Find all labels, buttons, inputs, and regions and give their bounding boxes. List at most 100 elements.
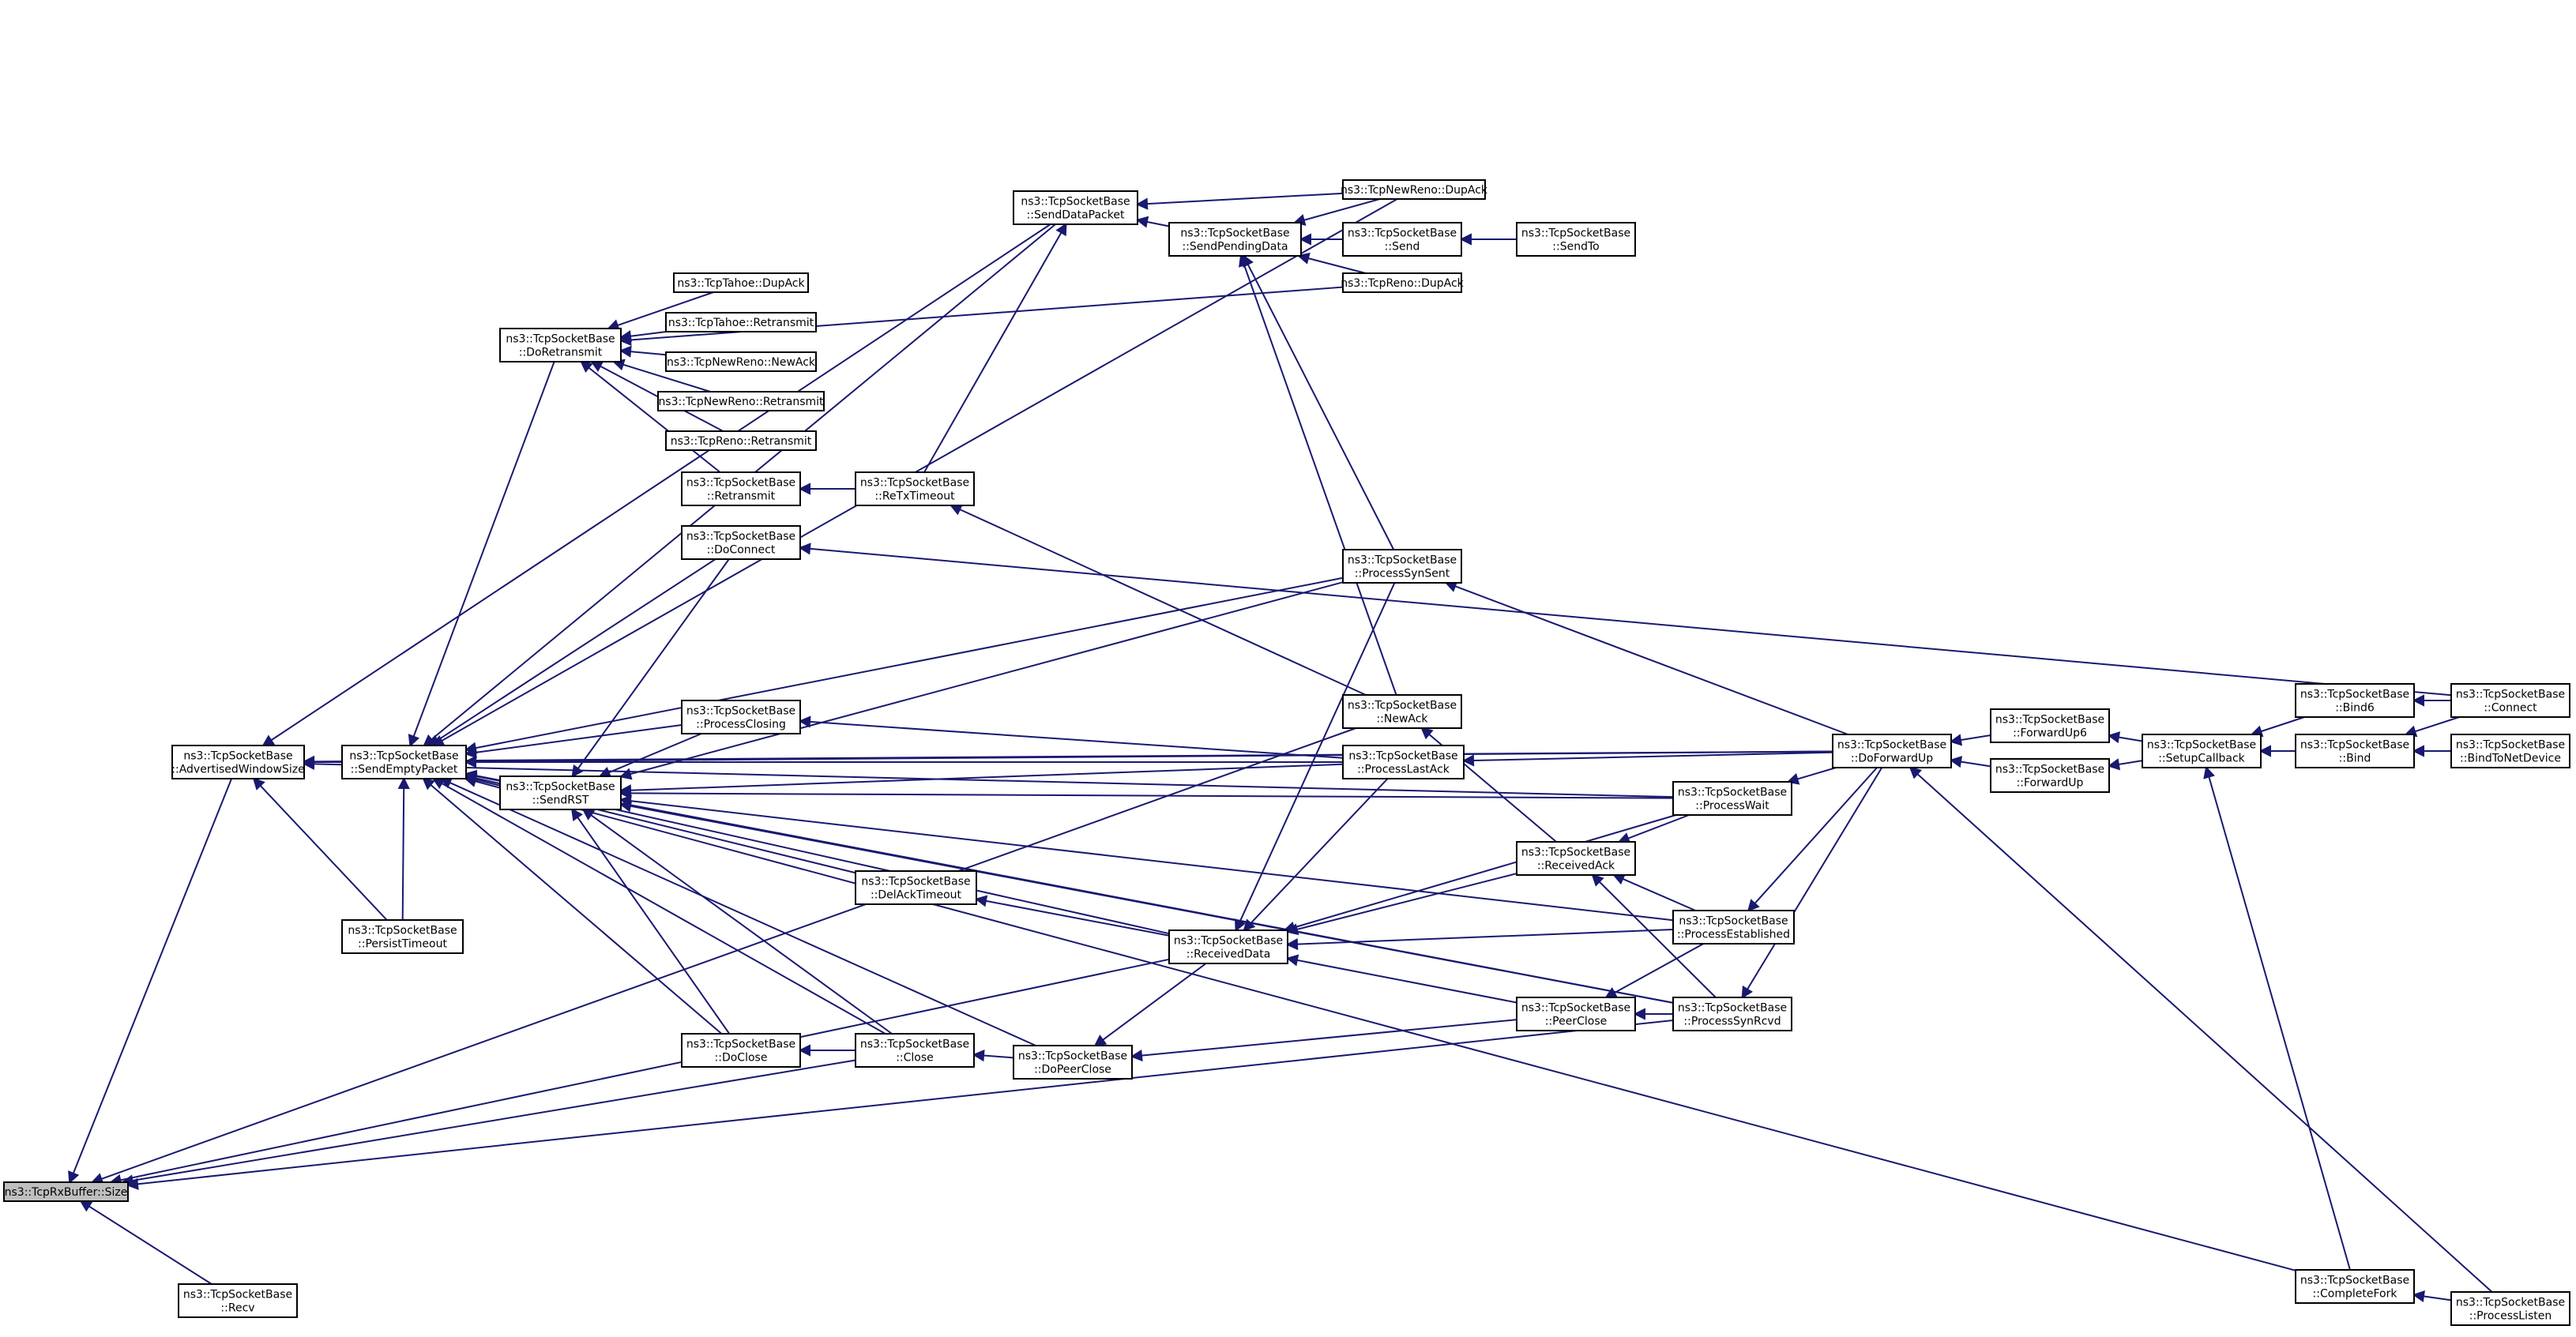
node-n35[interactable]: ns3::TcpSocketBase::DoForwardUp (1832, 734, 1952, 768)
node-label: ns3::TcpSocketBase (183, 750, 292, 763)
node-n25[interactable]: ns3::TcpReno::DupAck (1341, 272, 1465, 293)
node-n15[interactable]: ns3::TcpReno::Retransmit (665, 430, 817, 451)
node-n26[interactable]: ns3::TcpSocketBase::ProcessSynSent (1342, 549, 1462, 584)
edge-n39-n38 (2203, 765, 2351, 1271)
edge-n23-n19 (1135, 192, 1344, 210)
node-label: ::CompleteFork (2313, 1288, 2398, 1301)
node-n12[interactable]: ns3::TcpTahoe::Retransmit (665, 312, 817, 332)
node-label: ::ReceivedAck (1537, 860, 1615, 873)
node-n3[interactable]: ns3::TcpSocketBase::SendEmptyPacket (341, 745, 467, 779)
node-label: ::Bind (2339, 753, 2371, 765)
node-label: ::Connect (2484, 702, 2537, 715)
node-label: ns3::TcpNewReno::DupAck (1341, 184, 1488, 197)
node-label: ns3::TcpSocketBase (1678, 1002, 1787, 1015)
node-label: ::ReceivedData (1186, 948, 1271, 961)
node-label: ::SendEmptyPacket (351, 764, 458, 776)
node-n27[interactable]: ns3::TcpSocketBase::NewAck (1342, 694, 1462, 729)
edge-n34-n30 (1591, 873, 1717, 998)
node-n19[interactable]: ns3::TcpSocketBase::SendDataPacket (1013, 190, 1138, 225)
edge-n33-n6 (619, 794, 1674, 922)
node-n37[interactable]: ns3::TcpSocketBase::ForwardUp (1990, 758, 2110, 793)
node-n34[interactable]: ns3::TcpSocketBase::ProcessSynRcvd (1672, 997, 1792, 1031)
node-n17[interactable]: ns3::TcpSocketBase::DelAckTimeout (855, 870, 977, 905)
node-n40[interactable]: ns3::TcpSocketBase::Bind6 (2295, 683, 2415, 718)
node-n24[interactable]: ns3::TcpSocketBase::Send (1342, 222, 1462, 257)
edge-n7-n3 (427, 558, 716, 747)
node-n39[interactable]: ns3::TcpSocketBase::CompleteFork (2295, 1269, 2415, 1304)
node-n2[interactable]: ns3::TcpSocketBase::Recv (178, 1283, 298, 1318)
edge-n39-n3 (464, 776, 2296, 1271)
edge-n16-n10 (798, 483, 856, 495)
edge-n27-n16 (949, 504, 1367, 696)
edge-n20-n18 (972, 1050, 1014, 1062)
node-label: ::ProcessClosing (696, 719, 786, 731)
edge-n22-n17 (974, 895, 1170, 937)
node-n4[interactable]: ns3::TcpSocketBase::PersistTimeout (341, 919, 464, 954)
node-n33[interactable]: ns3::TcpSocketBase::ProcessEstablished (1672, 910, 1795, 945)
node-n42[interactable]: ns3::TcpSocketBase::ProcessListen (2450, 1291, 2570, 1326)
edge-n18-n3 (431, 777, 886, 1035)
node-label: ::DoRetransmit (519, 347, 603, 359)
node-n32[interactable]: ns3::TcpSocketBase::ProcessWait (1672, 781, 1792, 816)
node-label: ns3::TcpSocketBase (1174, 935, 1283, 948)
edge-n42-n35 (1908, 766, 2493, 1293)
node-n38[interactable]: ns3::TcpSocketBase::SetupCallback (2142, 734, 2262, 768)
nodes-layer: ns3::TcpRxBuffer::Sizens3::TcpSocketBase… (3, 179, 2570, 1326)
edge-n31-n20 (1130, 1019, 1517, 1062)
node-n13[interactable]: ns3::TcpNewReno::NewAck (665, 351, 817, 372)
node-n23[interactable]: ns3::TcpNewReno::DupAck (1341, 179, 1488, 200)
edge-n33-n22 (1285, 928, 1674, 951)
edge-n24-n21 (1299, 233, 1343, 246)
edge-n26-n22 (1235, 582, 1396, 933)
node-n16[interactable]: ns3::TcpSocketBase::ReTxTimeout (855, 471, 975, 506)
node-label: ::DelAckTimeout (871, 889, 962, 902)
edge-n42-n39 (2412, 1290, 2452, 1303)
node-n18[interactable]: ns3::TcpSocketBase::Close (855, 1033, 975, 1068)
node-label: ns3::TcpSocketBase (1995, 714, 2104, 727)
node-label: ns3::TcpSocketBase (1180, 227, 1289, 240)
node-n11[interactable]: ns3::TcpTahoe::DupAck (673, 272, 809, 293)
node-label: ns3::TcpSocketBase (2456, 689, 2565, 701)
node-label: ::ForwardUp (2017, 777, 2084, 790)
node-n20[interactable]: ns3::TcpSocketBase::DoPeerClose (1013, 1045, 1133, 1080)
node-n1[interactable]: ns3::TcpSocketBase::AdvertisedWindowSize (171, 745, 305, 779)
node-label: ns3::TcpSocketBase (506, 333, 615, 346)
node-n30[interactable]: ns3::TcpSocketBase::ReceivedAck (1516, 841, 1636, 876)
node-n29[interactable]: ns3::TcpSocketBase::SendTo (1516, 222, 1636, 257)
edge-n18-n9 (798, 1044, 856, 1057)
node-n36[interactable]: ns3::TcpSocketBase::ForwardUp6 (1990, 708, 2110, 743)
node-n9[interactable]: ns3::TcpSocketBase::DoClose (681, 1033, 801, 1068)
node-label: ::Retransmit (707, 490, 776, 503)
node-n21[interactable]: ns3::TcpSocketBase::SendPendingData (1168, 222, 1302, 257)
node-label: ::Send (1385, 241, 1420, 254)
edge-n4-n1 (252, 777, 388, 921)
node-n5[interactable]: ns3::TcpSocketBase::DoRetransmit (499, 328, 622, 362)
node-n7[interactable]: ns3::TcpSocketBase::DoConnect (681, 525, 801, 560)
node-label: ::Recv (220, 1302, 254, 1315)
edge-n34-n6 (619, 800, 1674, 1004)
edge-n35-n33 (1747, 767, 1878, 912)
node-label: ::ProcessEstablished (1677, 929, 1790, 941)
node-n10[interactable]: ns3::TcpSocketBase::Retransmit (681, 471, 801, 506)
node-n31[interactable]: ns3::TcpSocketBase::PeerClose (1516, 997, 1636, 1031)
node-n43[interactable]: ns3::TcpSocketBase::Connect (2450, 683, 2570, 718)
node-n14[interactable]: ns3::TcpNewReno::Retransmit (657, 391, 825, 411)
edge-n34-n0 (126, 1020, 1674, 1190)
node-n8[interactable]: ns3::TcpSocketBase::ProcessClosing (681, 700, 801, 734)
node-n44[interactable]: ns3::TcpSocketBase::BindToNetDevice (2450, 734, 2570, 768)
node-label: ns3::TcpSocketBase (860, 477, 969, 490)
node-n6[interactable]: ns3::TcpSocketBase::SendRST (499, 776, 622, 810)
edge-n8-n3 (464, 724, 683, 759)
node-n41[interactable]: ns3::TcpSocketBase::Bind (2295, 734, 2415, 768)
node-label: ::PeerClose (1545, 1016, 1608, 1028)
edge-n32-n6 (619, 787, 1674, 800)
node-n22[interactable]: ns3::TcpSocketBase::ReceivedData (1168, 930, 1288, 964)
edge-n5-n3 (408, 361, 555, 748)
edge-n43-n40 (2412, 694, 2451, 707)
node-label: ns3::TcpSocketBase (1678, 787, 1787, 799)
node-n28[interactable]: ns3::TcpSocketBase::ProcessLastAck (1342, 745, 1465, 779)
edge-n22-n0 (109, 958, 1170, 1186)
node-n0[interactable]: ns3::TcpRxBuffer::Size (3, 1181, 129, 1202)
node-label: ns3::TcpSocketBase (348, 925, 457, 937)
